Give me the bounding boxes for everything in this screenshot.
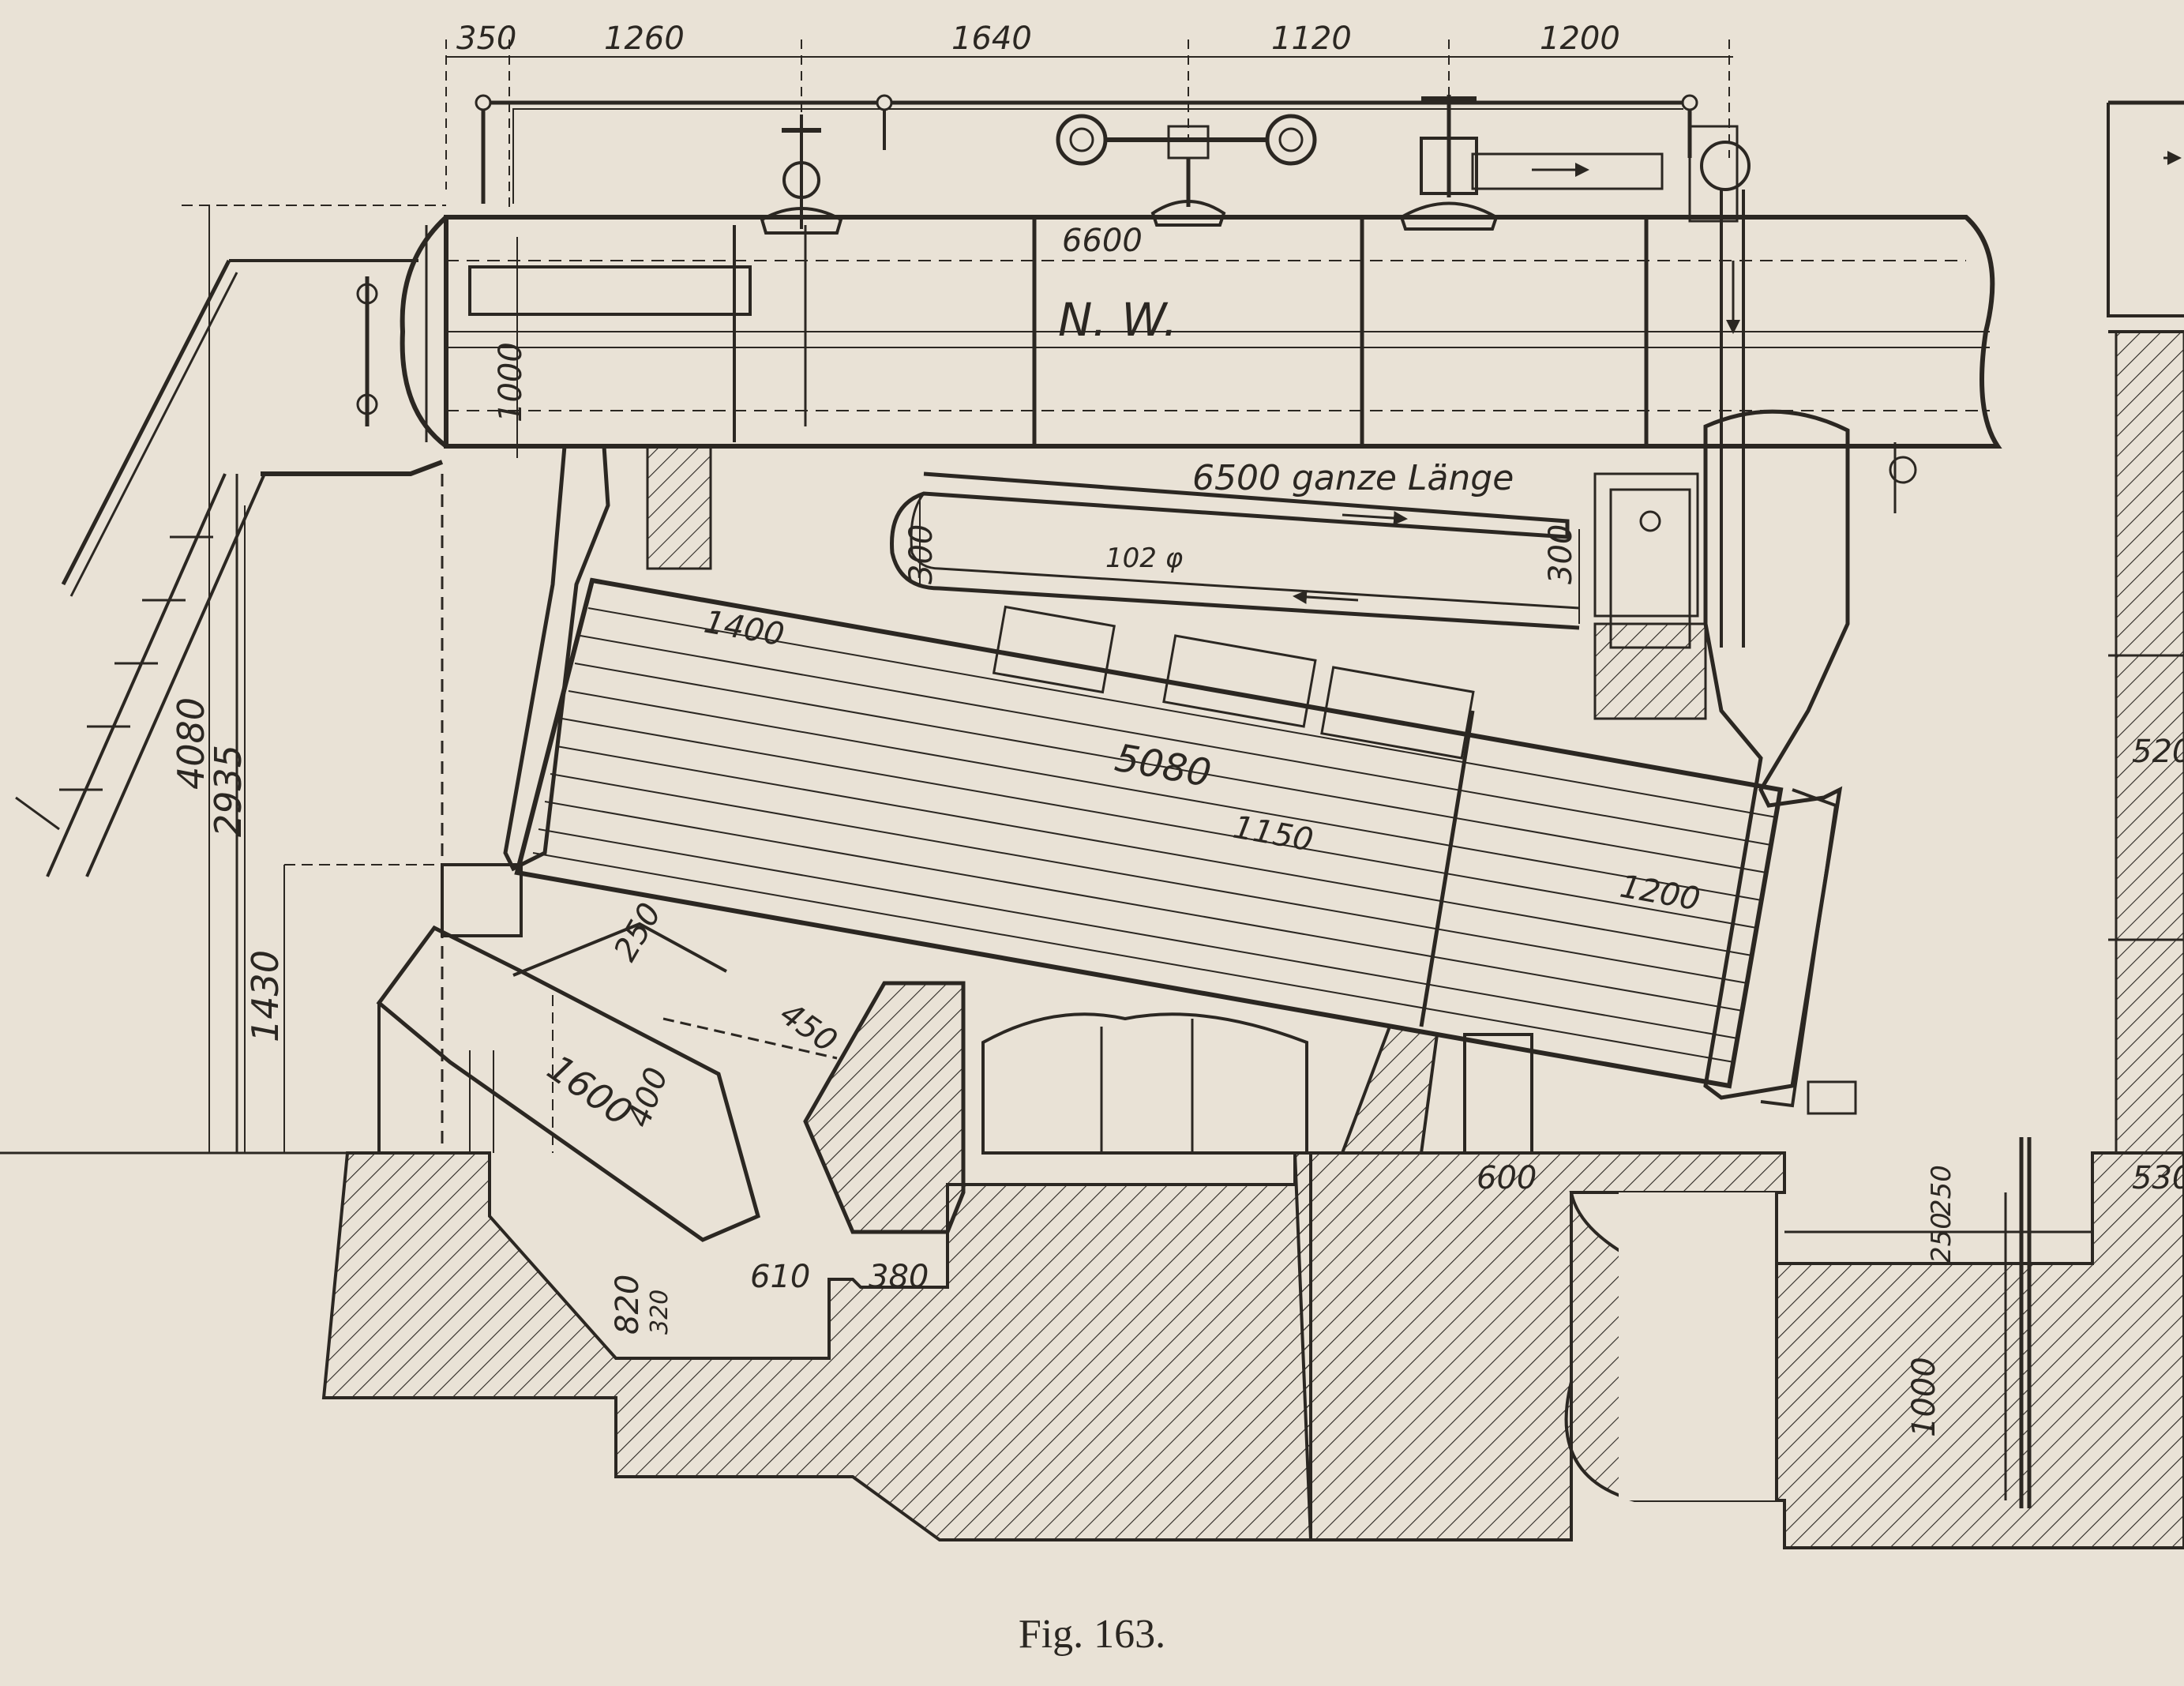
- pipe-diameter-label: 102 φ: [1105, 543, 1184, 574]
- flow-arrows: [1293, 163, 1740, 604]
- front-header: [441, 444, 712, 937]
- wall-width-label: 380: [869, 1259, 929, 1295]
- flue-depth-label: 1000: [1906, 1357, 1942, 1437]
- side-view-lower-label: 530: [2132, 1160, 2184, 1196]
- bridge-wall: [803, 981, 1308, 1234]
- flue-top-label: 250: [1926, 1165, 1957, 1216]
- main-steam-valve: [1399, 95, 1499, 231]
- dim-top-3: 1640: [951, 21, 1032, 57]
- height-dimension-lines: [182, 205, 518, 1153]
- height-header-label: 1430: [244, 950, 287, 1042]
- figure-caption: Fig. 163.: [1018, 1612, 1166, 1657]
- height-total-label: 4080: [170, 697, 212, 790]
- tube-rear-label: 1200: [1617, 869, 1702, 918]
- side-view-upper-label: 520: [2132, 734, 2184, 770]
- drum-height-label: 1000: [493, 342, 529, 422]
- foundation-masonry: [0, 1137, 2184, 1549]
- superheater-rear-label: 300: [1543, 524, 1579, 584]
- dim-top-1: 350: [456, 21, 516, 57]
- grate-front-label: 450: [773, 996, 843, 1060]
- rear-header: [1593, 409, 1917, 1115]
- grate-top-label: 250: [607, 897, 669, 967]
- steam-drum: [356, 215, 2002, 449]
- flue-step-label: 250: [1926, 1212, 1957, 1264]
- ash-depth-label: 820: [610, 1275, 646, 1335]
- side-view-partial: [2107, 100, 2184, 1155]
- dim-top-2: 1260: [604, 21, 685, 57]
- dim-top-5: 1200: [1540, 21, 1620, 57]
- water-tube-bank: [514, 577, 1784, 1089]
- drum-maker-mark: N. W.: [1058, 293, 1177, 347]
- grate-width-label: 400: [621, 1063, 675, 1132]
- superheater-loop: [890, 471, 1691, 649]
- pit-width-label: 610: [750, 1259, 810, 1295]
- top-dimension-chain: [445, 39, 1733, 213]
- stop-valve-front: [760, 115, 843, 235]
- height-drum-axis-label: 2935: [207, 745, 250, 837]
- flue-width-label: 600: [1477, 1160, 1537, 1196]
- superheater-loop-label: 300: [903, 524, 940, 584]
- grate-and-furnace: [376, 922, 838, 1242]
- dim-top-4: 1120: [1271, 21, 1352, 57]
- steam-piping: [475, 94, 1751, 648]
- drum-length-label: 6600: [1062, 223, 1143, 259]
- front-platform-and-ladder: [15, 259, 444, 1153]
- safety-valve: [1056, 114, 1317, 227]
- ash-step-label: 320: [646, 1290, 674, 1335]
- superheater-length-note: 6500 ganze Länge: [1192, 458, 1514, 498]
- tube-mid-label: 1150: [1230, 809, 1315, 859]
